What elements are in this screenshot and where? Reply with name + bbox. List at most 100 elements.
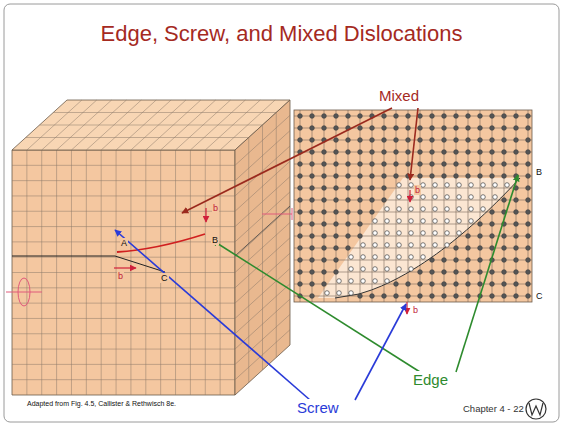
atom [478,126,483,131]
leader-arrow [115,230,310,400]
atom [322,198,327,203]
atom [490,282,495,287]
atom [397,219,402,224]
atom [490,150,495,155]
atom [349,291,354,296]
atom [442,162,447,167]
atom [382,126,387,131]
atom [382,186,387,191]
atom [526,138,531,143]
atom [334,126,339,131]
atom [502,270,507,275]
lattice-line [294,248,532,249]
lattice-line [12,379,235,380]
atom [361,243,366,248]
atom [409,255,414,260]
atom [397,207,402,212]
atom [358,126,363,131]
atom [490,246,495,251]
atom [454,270,459,275]
atom [514,246,519,251]
atom [481,183,486,188]
callout-label-text: Mixed [378,87,420,104]
atom [310,150,315,155]
atom [409,195,414,200]
lattice-line [294,128,532,129]
atom [382,138,387,143]
atom [406,126,411,131]
burgers-vector [205,208,206,222]
page-number: Chapter 4 - 22 [462,404,525,414]
atom [514,258,519,263]
publisher-logo [526,399,546,419]
atom [322,150,327,155]
atom [505,183,510,188]
page-number-text: Chapter 4 - 22 [462,403,525,414]
atom [358,210,363,215]
atom [370,126,375,131]
atom [346,138,351,143]
atom [409,231,414,236]
atom [445,195,450,200]
atom [358,294,363,299]
atom [466,138,471,143]
atom [382,294,387,299]
point-letter: C [535,292,544,302]
atom [310,114,315,119]
atom [490,210,495,215]
atom [430,126,435,131]
atom [346,246,351,251]
atom [502,150,507,155]
atom [310,258,315,263]
lattice-line [294,284,532,285]
atom [457,195,462,200]
atom [454,282,459,287]
atom [361,255,366,260]
logo-mark [529,403,543,415]
atom [310,186,315,191]
title-text: Edge, Screw, and Mixed Dislocations [101,21,463,46]
atom [478,282,483,287]
plan-view [294,110,532,314]
atom [346,150,351,155]
atom [481,207,486,212]
atom [433,231,438,236]
atom [358,150,363,155]
atom [466,270,471,275]
atom [394,174,399,179]
atom [445,219,450,224]
atom [466,162,471,167]
atom [298,222,303,227]
atom [298,162,303,167]
atom [409,207,414,212]
lattice-line [294,188,532,189]
atom [298,138,303,143]
atom [478,138,483,143]
atom [394,294,399,299]
lattice-line [235,284,290,334]
atom [502,294,507,299]
atom [358,138,363,143]
atom [373,219,378,224]
atom [490,270,495,275]
atom [310,138,315,143]
atom [322,186,327,191]
atom [298,198,303,203]
atom [502,258,507,263]
burgers-label-text: b [412,305,419,315]
atom [370,150,375,155]
atom [466,150,471,155]
atom [334,174,339,179]
burgers-vector [114,267,136,268]
atom [490,162,495,167]
atom [322,270,327,275]
atom [454,150,459,155]
atom [514,198,519,203]
burgers-label: b [117,272,124,282]
atom [310,222,315,227]
atom [406,138,411,143]
atom [526,114,531,119]
atom [445,183,450,188]
atom [433,195,438,200]
atom [430,114,435,119]
